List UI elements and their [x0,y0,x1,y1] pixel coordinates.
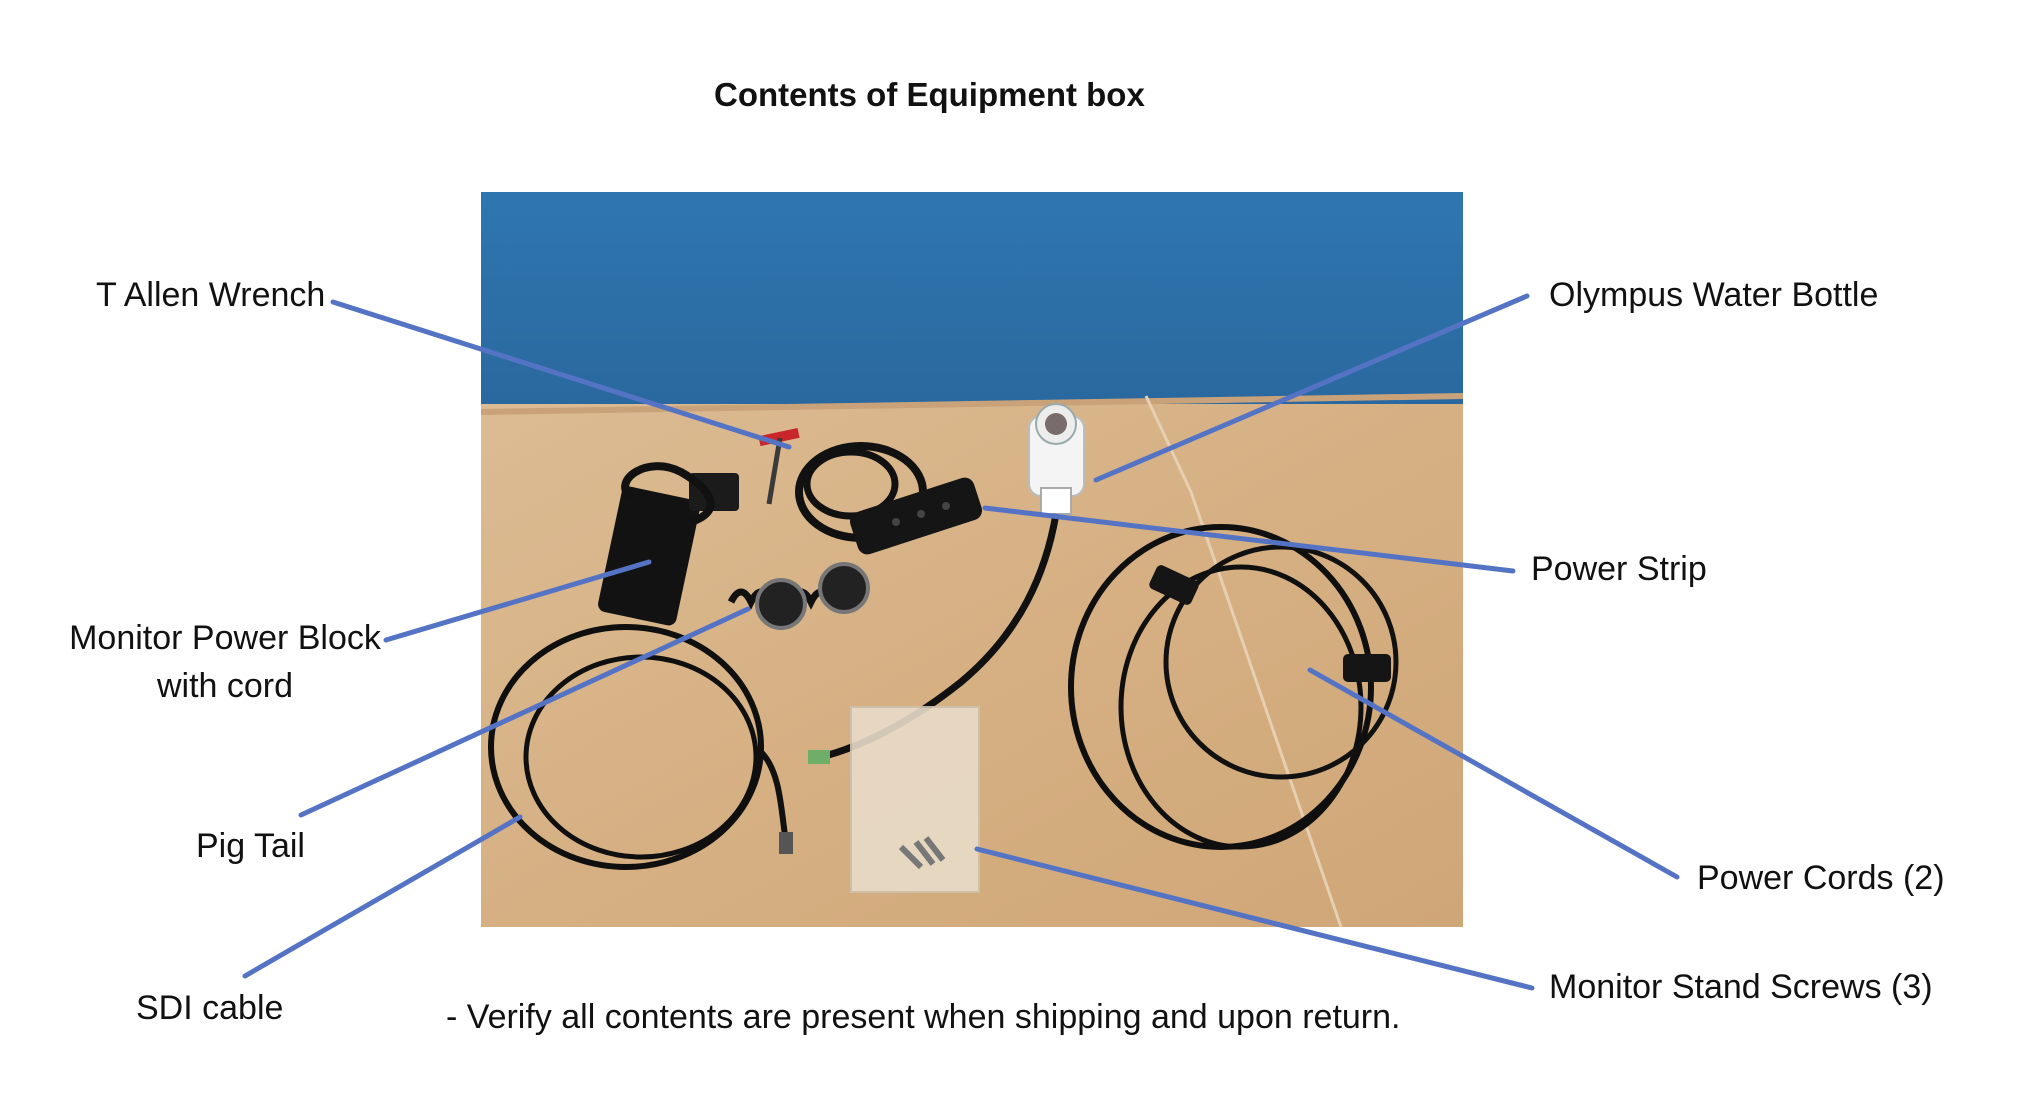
slide-title: Contents of Equipment box [714,76,1145,113]
power-strip [795,442,983,555]
label-olympus-water-bottle: Olympus Water Bottle [1549,276,1879,314]
label-t-allen-wrench: T Allen Wrench [96,276,326,314]
verification-note: - Verify all contents are present when s… [446,998,1401,1036]
equipment-photo [481,192,1463,927]
label-monitor-power-block-line2: with cord [156,666,294,705]
label-sdi-cable: SDI cable [136,989,284,1027]
pig-tail [727,562,870,630]
screw-bag [850,706,980,893]
wall [481,192,1463,414]
label-power-cords: Power Cords (2) [1697,859,1945,897]
label-monitor-power-block: Monitor Power Block with cord [55,617,395,707]
label-monitor-power-block-line1: Monitor Power Block [69,619,381,657]
label-pig-tail: Pig Tail [196,827,305,865]
label-monitor-stand-screws: Monitor Stand Screws (3) [1549,968,1933,1006]
label-power-strip: Power Strip [1531,550,1707,588]
